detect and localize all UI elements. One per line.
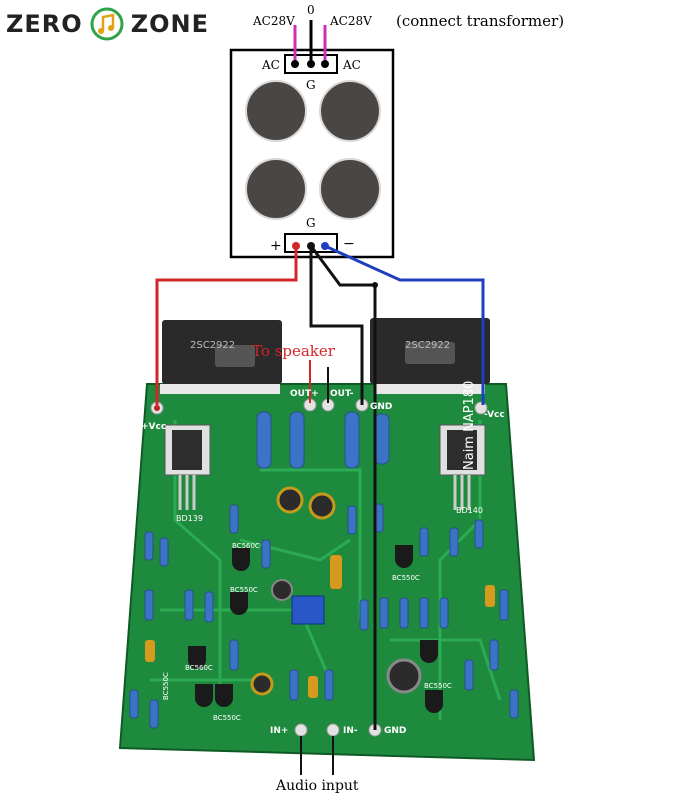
brand-logo: ZERO ZONE [6,4,209,44]
bc-label-1: BC560C [232,542,260,550]
chip-right-label: BD140 [456,506,483,515]
black-ground-wire-2 [309,245,377,730]
bc-label-5: BC550C [213,714,241,722]
ac-input-wires [293,25,327,63]
out-plus-label: OUT+ [290,389,319,399]
plus-label: + [270,238,282,254]
minus-label: − [343,236,355,252]
transistor-right-label: 2SC2922 [405,340,451,351]
audio-input-label: Audio input [276,778,359,794]
blue-power-wire [324,244,485,405]
driver-chip-left [164,424,211,510]
in-minus-label: IN- [343,726,358,736]
ac-right-label: AC [343,58,361,72]
out-minus-label: OUT- [330,389,354,399]
ac-left-label: AC [262,58,280,72]
filter-capacitors [245,80,381,220]
transformer-note: (connect transformer) [396,12,565,30]
resistors [129,411,519,729]
power-transistor-left [162,320,282,384]
ac28v-right-label: AC28V [330,14,372,28]
gnd-bottom-label: GND [384,726,407,736]
transistor-left-label: 2SC2922 [190,340,236,351]
brand-word-zone: ZONE [130,10,209,38]
electrolytic-capacitors [250,486,422,696]
music-note-icon [90,7,124,41]
bc-label-3: BC550C [230,586,258,594]
small-transistors [188,545,443,713]
bc-label-7: BC550C [162,672,170,700]
speaker-label: To speaker [252,342,335,360]
in-plus-label: IN+ [270,726,289,736]
trimmer-potentiometer [291,595,325,625]
red-power-wire [155,246,298,405]
ground-top-label: G [306,78,316,92]
ac28v-left-label: AC28V [253,14,295,28]
bc-label-6: BC550C [424,682,452,690]
bc-label-2: BC550C [392,574,420,582]
vcc-minus-label: -Vcc [484,410,505,420]
black-ground-wire [309,246,364,405]
gnd-top-label: GND [370,402,393,412]
chip-left-label: BD139 [176,514,203,523]
brand-word-zero: ZERO [6,10,83,38]
vcc-plus-label: +Vcc [141,422,167,432]
driver-chip-right [439,424,486,510]
power-transistor-right [370,318,490,384]
zero-volt-label: 0 [307,3,315,17]
ground-bottom-label: G [306,216,316,230]
bc-label-4: BC560C [185,664,213,672]
model-label: Naim NAP180 [462,380,477,470]
